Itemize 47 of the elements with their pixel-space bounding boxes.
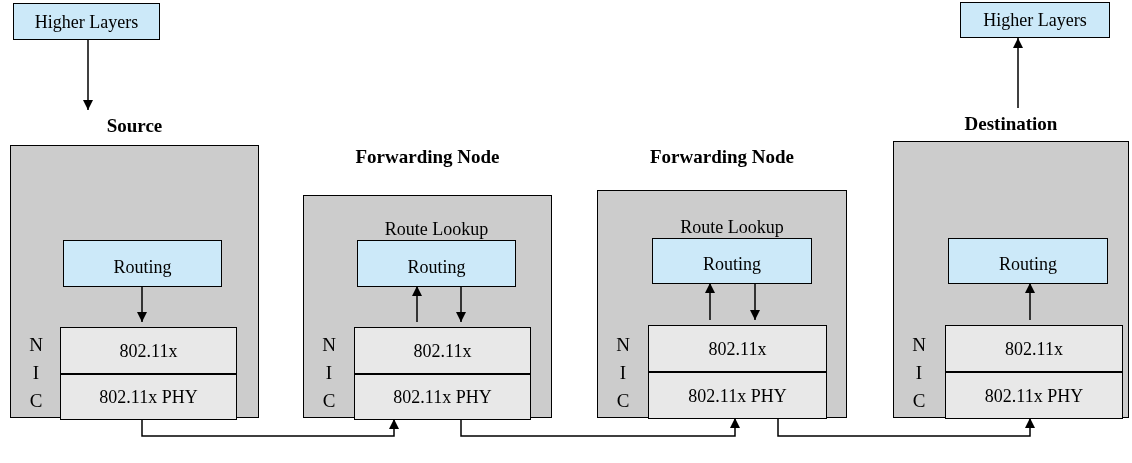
node-heading: Destination [963,113,1059,135]
layer-box [60,327,237,374]
box-label: 802.11x [119,341,178,360]
arrow [456,285,466,323]
box-label: Routing [703,255,761,273]
process-box [13,3,160,40]
node-heading: Forwarding Node [354,146,501,168]
box-label: 802.11x PHY [984,386,1084,405]
arrow [141,418,399,437]
process-box [948,238,1108,284]
arrow [1025,282,1035,321]
arrow [137,285,147,323]
box-label: 802.11x [413,341,472,360]
layer-box [354,327,531,374]
arrow [1013,37,1023,109]
box-label: Higher Layers [34,12,139,31]
arrow [460,417,740,437]
box-label: Routing [999,255,1057,273]
box-label: Routing [407,257,466,276]
vertical-label: NIC [29,333,43,413]
box-label: 802.11x PHY [393,388,492,406]
box-label: Higher Layers [983,11,1087,29]
arrow [412,285,422,323]
box-label: Routing [113,257,172,276]
layer-box [648,372,827,419]
box-label: 802.11x [708,339,767,358]
vertical-label: NIC [912,333,926,413]
box-label: 802.11x PHY [688,386,787,405]
box-label: 802.11x [1005,339,1063,358]
process-box [960,2,1110,38]
arrow [777,417,1035,437]
arrow [750,282,760,321]
box-caption: Route Lookup [383,219,490,239]
arrow [705,282,715,321]
layer-box [648,325,827,372]
layer-box [354,374,531,420]
layer-box [60,374,237,420]
box-caption: Route Lookup [679,217,785,237]
node-heading: Forwarding Node [648,146,796,168]
vertical-label: NIC [616,333,630,413]
layer-box [945,372,1123,419]
arrow [83,39,93,111]
process-box [63,240,222,287]
node-heading: Source [105,115,164,137]
box-label: 802.11x PHY [99,388,198,406]
layer-box [945,325,1123,372]
vertical-label: NIC [322,333,336,413]
